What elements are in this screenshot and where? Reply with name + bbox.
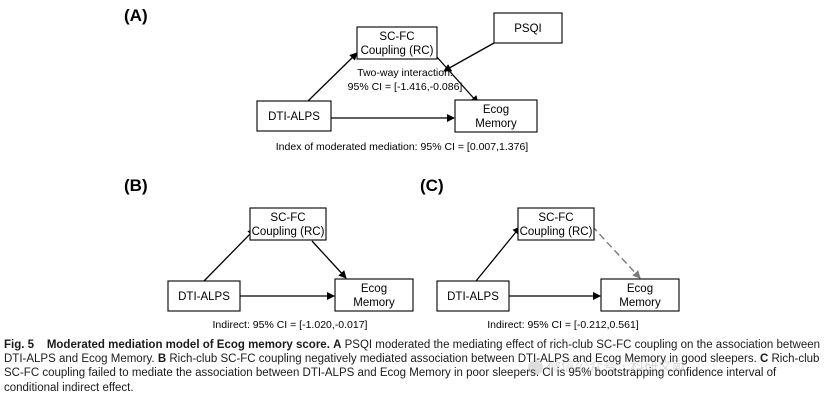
box-dti-alps-c-label: DTI-ALPS [447,291,499,303]
box-sc-fc-coupling-a [356,26,438,60]
box-ecog-b-line2: Memory [353,297,395,309]
indirect-effect-c: Indirect: 95% CI = [-0.212,0.561] [487,319,639,331]
box-dti-alps-c [436,280,510,312]
arrow-dti-to-scfc-c [475,226,521,282]
box-ecog-memory-b [334,278,414,312]
box-sc-fc-b-line1: SC-FC [270,212,305,224]
caption-title: Moderated mediation model of Ecog memory… [46,339,330,351]
interaction-note-line2: 95% CI = [-1.416,-0.086] [348,81,463,93]
caption-b-text: Rich-club SC-FC coupling negatively medi… [169,353,757,366]
panel-c-label: (C) [420,176,444,195]
box-sc-fc-a-line2: Coupling (RC) [361,45,434,57]
figure-caption: Fig. 5 Moderated mediation model of Ecog… [4,338,830,395]
mediation-diagram: (A) SC-FC Coupling (RC) PSQI DTI-ALPS Ec… [124,6,680,331]
panel-b: (B) SC-FC Coupling (RC) DTI-ALPS Ecog Me… [124,176,414,331]
box-ecog-memory-a [454,99,538,133]
index-moderated-mediation-note: Index of moderated mediation: 95% CI = [… [276,141,529,153]
box-ecog-memory-c [600,278,680,312]
box-ecog-a-line1: Ecog [483,104,509,116]
box-sc-fc-b-line2: Coupling (RC) [252,226,325,238]
caption-c-text: Rich-club SC-FC coupling failed to media… [4,353,820,394]
box-psqi-label: PSQI [514,23,541,35]
box-sc-fc-a-line1: SC-FC [379,31,414,43]
caption-b-letter: B [157,353,167,366]
arrow-scfc-to-ecog-c-dashed [591,225,641,279]
box-dti-alps-b-label: DTI-ALPS [178,291,230,303]
box-sc-fc-coupling-b [249,207,327,241]
arrow-scfc-to-ecog-a [435,55,479,104]
arrow-psqi-to-path-a [443,42,495,72]
caption-a-letter: A [333,339,342,351]
indirect-effect-b: Indirect: 95% CI = [-1.020,-0.017] [213,319,368,331]
box-dti-alps-b [167,280,241,312]
panel-a-label: (A) [124,6,148,25]
panel-a: (A) SC-FC Coupling (RC) PSQI DTI-ALPS Ec… [124,6,563,153]
box-dti-alps-a-label: DTI-ALPS [268,111,320,123]
box-ecog-b-line1: Ecog [361,283,387,295]
box-sc-fc-c-line2: Coupling (RC) [520,226,593,238]
interaction-note-line1: Two-way interaction: [357,67,453,79]
box-sc-fc-coupling-c [517,207,595,241]
panel-b-label: (B) [124,176,148,195]
arrow-dti-to-scfc-a [307,52,358,102]
box-ecog-c-line2: Memory [619,297,661,309]
caption-fig-label: Fig. 5 [4,339,35,351]
box-ecog-a-line2: Memory [475,118,517,130]
panel-c: (C) SC-FC Coupling (RC) DTI-ALPS Ecog Me… [420,176,680,331]
caption-c-letter: C [759,353,769,366]
box-psqi [493,12,563,44]
arrow-dti-to-scfc-b [203,228,256,282]
caption-a-text: PSQI moderated the mediating effect of r… [4,339,821,366]
box-ecog-c-line1: Ecog [627,283,653,295]
arrow-scfc-to-ecog-b [311,240,347,279]
box-dti-alps-a [256,100,332,132]
box-sc-fc-c-line1: SC-FC [538,212,573,224]
